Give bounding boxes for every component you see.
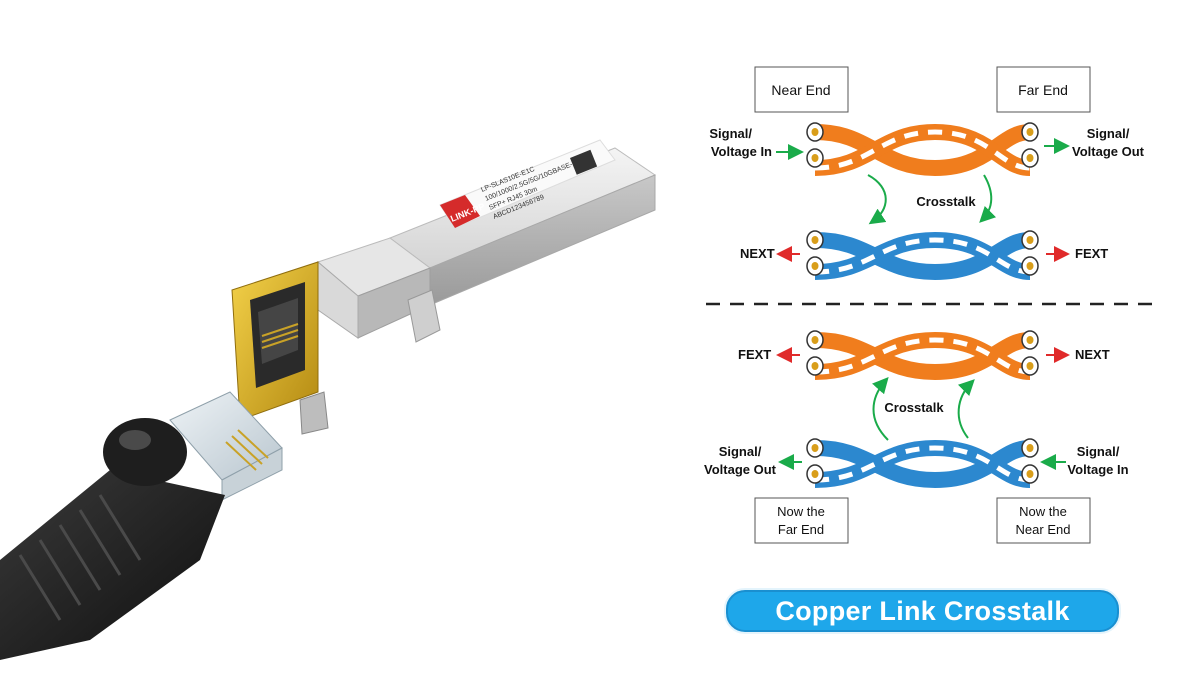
- top-orange-pair: [806, 122, 1039, 177]
- top-next-label: NEXT: [740, 246, 775, 261]
- top-crosstalk-arrow-left: [867, 174, 887, 225]
- bottom-signal-out-line1: Signal/: [719, 444, 762, 459]
- bottom-signal-in-line2: Voltage In: [1067, 462, 1128, 477]
- bottom-next-label: NEXT: [1075, 347, 1110, 362]
- bottom-crosstalk-arrow-left: [872, 377, 889, 441]
- rj45-port: [231, 261, 329, 435]
- top-fext-label: FEXT: [1075, 246, 1108, 261]
- top-crosstalk-arrow-right: [979, 174, 997, 223]
- diagram-title: Copper Link Crosstalk: [724, 588, 1121, 634]
- transceiver-body: [317, 147, 657, 343]
- crosstalk-diagram: Near End Far End Signal/ Voltage In Sign…: [704, 66, 1162, 544]
- now-far-end-line1: Now the: [777, 504, 825, 519]
- bottom-signal-in-line1: Signal/: [1077, 444, 1120, 459]
- rj45-plug: [169, 391, 283, 501]
- bottom-signal-out-line2: Voltage Out: [704, 462, 777, 477]
- qr-code-icon: [570, 149, 598, 175]
- near-end-label: Near End: [771, 82, 830, 98]
- now-far-end-line2: Far End: [778, 522, 824, 537]
- bottom-crosstalk-label: Crosstalk: [884, 400, 944, 415]
- top-signal-in-line2: Voltage In: [711, 144, 772, 159]
- far-end-box: [996, 66, 1091, 113]
- sfp-transceiver-illustration: LINK-PP LP-SLAS10E-E1C 100/1000/2.5G/5G/…: [0, 139, 657, 660]
- top-signal-out-line2: Voltage Out: [1072, 144, 1145, 159]
- network-cable: [0, 418, 225, 660]
- bottom-fext-label: FEXT: [738, 347, 771, 362]
- now-far-end-box: [754, 497, 849, 544]
- top-signal-in-line1: Signal/: [709, 126, 752, 141]
- now-near-end-box: [996, 497, 1091, 544]
- bottom-blue-pair: [806, 438, 1039, 489]
- top-signal-out-line1: Signal/: [1087, 126, 1130, 141]
- near-end-box: [754, 66, 849, 113]
- now-near-end-line2: Near End: [1016, 522, 1071, 537]
- bottom-orange-pair: [806, 330, 1039, 381]
- boot-tab: [103, 418, 187, 486]
- top-crosstalk-label: Crosstalk: [916, 194, 976, 209]
- bottom-crosstalk-arrow-right: [957, 379, 975, 439]
- far-end-label: Far End: [1018, 82, 1068, 98]
- top-blue-pair: [806, 230, 1039, 281]
- now-near-end-line1: Now the: [1019, 504, 1067, 519]
